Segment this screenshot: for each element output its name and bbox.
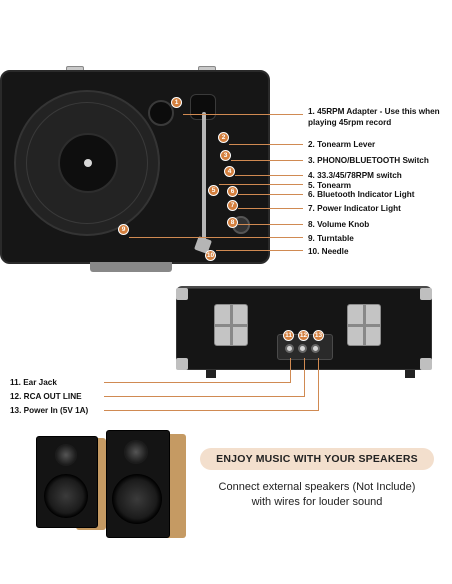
leader-11-h <box>104 382 291 383</box>
label-45rpm-adapter-line2: playing 45rpm record <box>308 118 392 128</box>
leader-6 <box>238 194 303 195</box>
leader-9 <box>129 237 303 238</box>
speaker-left-tweeter <box>55 444 77 466</box>
badge-12: 12 <box>298 330 309 341</box>
badge-5: 5 <box>208 185 219 196</box>
label-tonearm: 5. Tonearm <box>308 181 352 190</box>
badge-1: 1 <box>171 97 182 108</box>
case-latch-front-left <box>214 304 248 346</box>
case-latch-front-right <box>347 304 381 346</box>
speaker-right-tweeter <box>124 440 148 464</box>
label-power-in: 13. Power In (5V 1A) <box>10 406 89 415</box>
label-rca-out-line: 12. RCA OUT LINE <box>10 392 82 401</box>
leader-3 <box>231 160 303 161</box>
leader-12-h <box>104 396 305 397</box>
badge-6: 6 <box>227 186 238 197</box>
badge-11: 11 <box>283 330 294 341</box>
leader-10 <box>216 250 303 251</box>
badge-3: 3 <box>220 150 231 161</box>
case-foot-left <box>206 370 216 378</box>
leader-1 <box>183 114 303 115</box>
label-bluetooth-indicator: 6. Bluetooth Indicator Light <box>308 190 415 199</box>
badge-7: 7 <box>227 200 238 211</box>
promo-description: Connect external speakers (Not Include) … <box>190 480 444 510</box>
label-rpm-switch: 4. 33.3/45/78RPM switch <box>308 171 402 180</box>
badge-4: 4 <box>224 166 235 177</box>
badge-8: 8 <box>227 217 238 228</box>
leader-12-v <box>304 358 305 396</box>
speaker-left-woofer <box>44 474 88 518</box>
case-corner-tl <box>176 288 188 300</box>
label-45rpm-adapter: 1. 45RPM Adapter - Use this when playing… <box>308 106 440 128</box>
case-foot-right <box>405 370 415 378</box>
ear-jack-port <box>285 344 294 353</box>
leader-4 <box>235 175 303 176</box>
promo-line-2: with wires for louder sound <box>251 495 383 508</box>
label-ear-jack: 11. Ear Jack <box>10 378 57 387</box>
tonearm <box>202 112 206 242</box>
case-corner-tr <box>420 288 432 300</box>
leader-13-v <box>318 358 319 410</box>
leader-8 <box>238 224 303 225</box>
leader-5 <box>219 184 303 185</box>
speaker-right-woofer <box>112 474 162 524</box>
case-corner-bl <box>176 358 188 370</box>
badge-10: 10 <box>205 250 216 261</box>
turntable-hinge <box>90 262 172 272</box>
badge-9: 9 <box>118 224 129 235</box>
label-volume-knob: 8. Volume Knob <box>308 220 370 229</box>
promo-banner: ENJOY MUSIC WITH YOUR SPEAKERS <box>200 448 434 470</box>
label-45rpm-adapter-line1: 1. 45RPM Adapter - Use this when <box>308 107 440 116</box>
label-power-indicator: 7. Power Indicator Light <box>308 204 401 213</box>
label-needle: 10. Needle <box>308 247 349 256</box>
badge-13: 13 <box>313 330 324 341</box>
power-in-port <box>311 344 320 353</box>
label-tonearm-lever: 2. Tonearm Lever <box>308 140 376 149</box>
label-turntable: 9. Turntable <box>308 234 354 243</box>
leader-13-h <box>104 410 319 411</box>
case-corner-br <box>420 358 432 370</box>
badge-2: 2 <box>218 132 229 143</box>
leader-11-v <box>290 358 291 382</box>
leader-7 <box>238 208 303 209</box>
45rpm-adapter <box>148 100 174 126</box>
spindle <box>84 159 92 167</box>
label-phono-bluetooth-switch: 3. PHONO/BLUETOOTH Switch <box>308 156 429 165</box>
promo-line-1: Connect external speakers (Not Include) <box>218 481 416 493</box>
leader-2 <box>229 144 303 145</box>
rca-out-port <box>298 344 307 353</box>
